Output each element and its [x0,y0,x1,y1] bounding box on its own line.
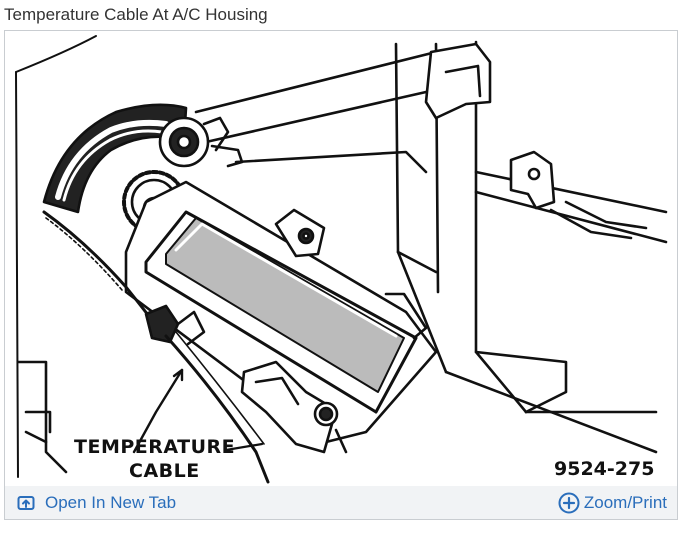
open-in-new-tab-label: Open In New Tab [45,492,177,512]
page-title: Temperature Cable At A/C Housing [4,5,268,24]
zoom-print-link[interactable]: Zoom/Print [558,486,667,519]
temperature-cable-diagram[interactable] [6,32,676,484]
callout-label-line1: TEMPERATURE [74,436,236,458]
figure-number: 9524-275 [554,458,655,480]
callout-label-line2: CABLE [129,460,200,482]
zoom-print-label: Zoom/Print [583,492,667,512]
action-bar: Open In New Tab Zoom/Print [5,486,677,519]
open-new-tab-icon [17,495,35,511]
open-in-new-tab-link[interactable]: Open In New Tab [17,486,176,519]
zoom-plus-icon [558,492,580,514]
